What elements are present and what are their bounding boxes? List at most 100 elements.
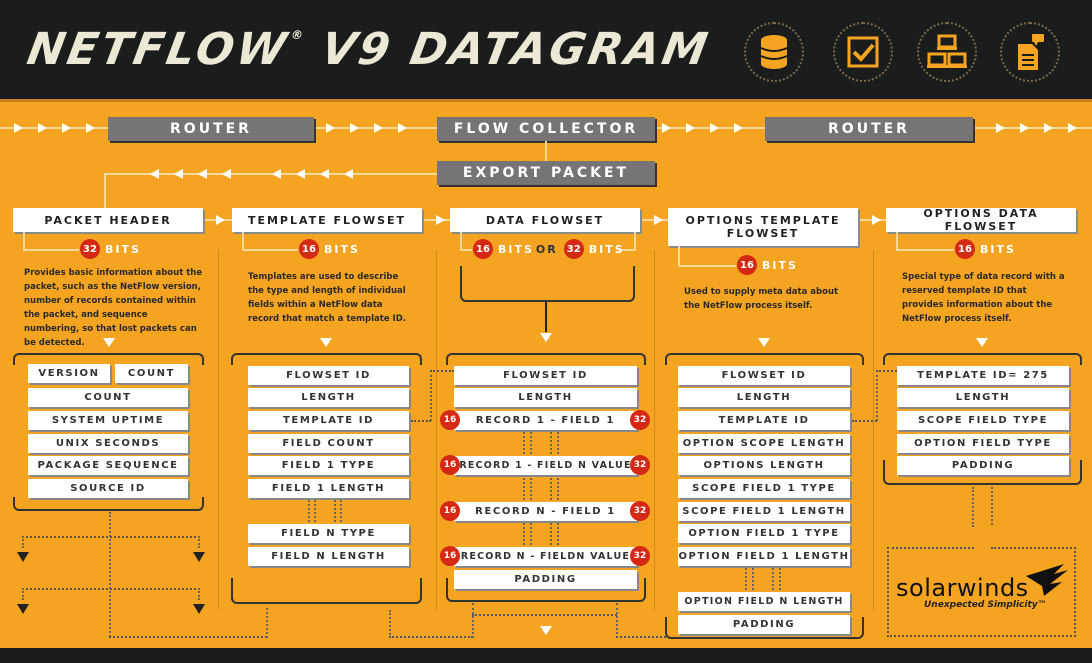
- route-connector: [616, 603, 618, 638]
- description-options-data: Special type of data record with a reser…: [902, 272, 1065, 324]
- checkbox-icon: [833, 22, 893, 82]
- field-package-sequence: PACKAGE SEQUENCE: [28, 456, 188, 475]
- collector-connector: [545, 141, 547, 161]
- bits-indicator: 32 BITS: [80, 239, 141, 259]
- bracket-bottom: [665, 617, 864, 639]
- field-option-field-n-length: OPTION FIELD N LENGTH: [678, 592, 850, 611]
- bits-badge: 16: [440, 501, 460, 521]
- arrow-left-icon: [222, 169, 231, 179]
- network-icon: [917, 22, 977, 82]
- ellipsis-dots: [530, 478, 532, 500]
- field-record-n-field-1: RECORD N - FIELD 1: [454, 502, 637, 521]
- field-record-1-field-n-value: RECORD 1 - FIELD N VALUE: [454, 456, 637, 475]
- database-icon: [744, 22, 804, 82]
- router-left: ROUTER: [108, 117, 314, 141]
- route-connector: [389, 610, 391, 638]
- field-record-1-field-1: RECORD 1 - FIELD 1: [454, 411, 637, 430]
- route-connector: [266, 608, 268, 638]
- solarwinds-logo: solarwinds Unexpected Simplicity™: [896, 574, 1047, 610]
- logo-frame: [887, 547, 1076, 637]
- arrow-right-icon: [62, 123, 71, 133]
- arrow-right-icon: [326, 123, 335, 133]
- document-icon: [1000, 22, 1060, 82]
- ellipsis-dots: [772, 568, 774, 590]
- route-connector: [472, 603, 474, 638]
- bits-badge: 16: [299, 239, 319, 259]
- title-netflow: NETFLOW: [23, 24, 293, 75]
- export-drop-line: [104, 173, 106, 209]
- template-link: [876, 370, 878, 421]
- ellipsis-dots: [334, 500, 336, 522]
- ellipsis-dots: [308, 500, 310, 522]
- bits-connector: [23, 232, 25, 249]
- description-template-flowset: Templates are used to describe the type …: [248, 272, 406, 324]
- section-title-template-flowset: TEMPLATE FLOWSET: [232, 208, 422, 232]
- arrow-right-icon: [872, 215, 881, 225]
- registered-mark: ®: [289, 28, 308, 42]
- title-rest: V9 DATAGRAM: [317, 24, 715, 75]
- brace-stem: [545, 302, 547, 332]
- description-packet-header: Provides basic information about the pac…: [24, 268, 203, 348]
- arrow-down-icon: [976, 338, 988, 347]
- ellipsis-dots: [550, 478, 552, 500]
- ellipsis-dots: [550, 523, 552, 545]
- arrow-right-icon: [1044, 123, 1053, 133]
- field-field-n-type: FIELD N TYPE: [248, 524, 409, 543]
- field-length: LENGTH: [897, 388, 1069, 407]
- arrow-right-icon: [1068, 123, 1077, 133]
- bits-connector: [678, 265, 736, 267]
- route-connector: [472, 614, 617, 616]
- bracket-bottom: [883, 460, 1082, 485]
- bits-badge: 32: [630, 546, 650, 566]
- bits-connector: [896, 232, 898, 249]
- bits-badge: 16: [473, 239, 493, 259]
- bracket-top: [665, 353, 864, 365]
- arrow-right-icon: [710, 123, 719, 133]
- logo-name: solarwinds: [896, 574, 1029, 602]
- bits-label: BITS: [105, 242, 141, 256]
- bits-connector: [678, 246, 680, 265]
- bits-connector: [242, 249, 298, 251]
- bits-connector: [242, 232, 244, 249]
- ellipsis-dots: [340, 500, 342, 522]
- arrow-down-icon: [540, 626, 552, 635]
- arrow-left-icon: [174, 169, 183, 179]
- bits-badge: 32: [80, 239, 100, 259]
- ellipsis-dots: [557, 478, 559, 500]
- tree-connector: [109, 512, 111, 637]
- header-bar: NETFLOW® V9 DATAGRAM: [0, 0, 1092, 102]
- section-title-data-flowset: DATA FLOWSET: [450, 208, 640, 232]
- bits-badge: 16: [440, 410, 460, 430]
- section-title-options-template-flowset: OPTIONS TEMPLATE FLOWSET: [668, 208, 858, 246]
- field-option-scope-length: OPTION SCOPE LENGTH: [678, 434, 850, 453]
- column-divider: [218, 250, 219, 610]
- arrow-right-icon: [686, 123, 695, 133]
- field-padding: PADDING: [454, 570, 637, 589]
- bits-connector: [23, 249, 79, 251]
- bits-connector: [460, 249, 472, 251]
- field-count: COUNT: [115, 364, 188, 383]
- ellipsis-dots: [745, 568, 747, 590]
- bracket-bottom: [13, 497, 204, 511]
- bits-badge: 32: [563, 239, 584, 259]
- bracket-bottom: [446, 578, 646, 602]
- field-count: COUNT: [28, 388, 188, 407]
- bits-connector: [618, 249, 636, 251]
- logo-tagline: Unexpected Simplicity™: [924, 600, 1047, 610]
- field-record-n-field-n-value: RECORD N - FIELDN VALUE: [454, 547, 637, 566]
- arrow-right-icon: [436, 215, 445, 225]
- arrow-right-icon: [350, 123, 359, 133]
- ellipsis-dots: [779, 568, 781, 590]
- ellipsis-dots: [523, 478, 525, 500]
- route-connector: [616, 636, 666, 638]
- column-divider: [654, 250, 655, 610]
- arrow-right-icon: [1020, 123, 1029, 133]
- arrow-left-icon: [272, 169, 281, 179]
- bits-connector: [460, 232, 462, 249]
- bracket-bottom: [231, 578, 422, 604]
- field-flowset-id: FLOWSET ID: [678, 366, 850, 385]
- arrow-down-icon: [758, 338, 770, 347]
- field-scope-field-1-length: SCOPE FIELD 1 LENGTH: [678, 502, 850, 521]
